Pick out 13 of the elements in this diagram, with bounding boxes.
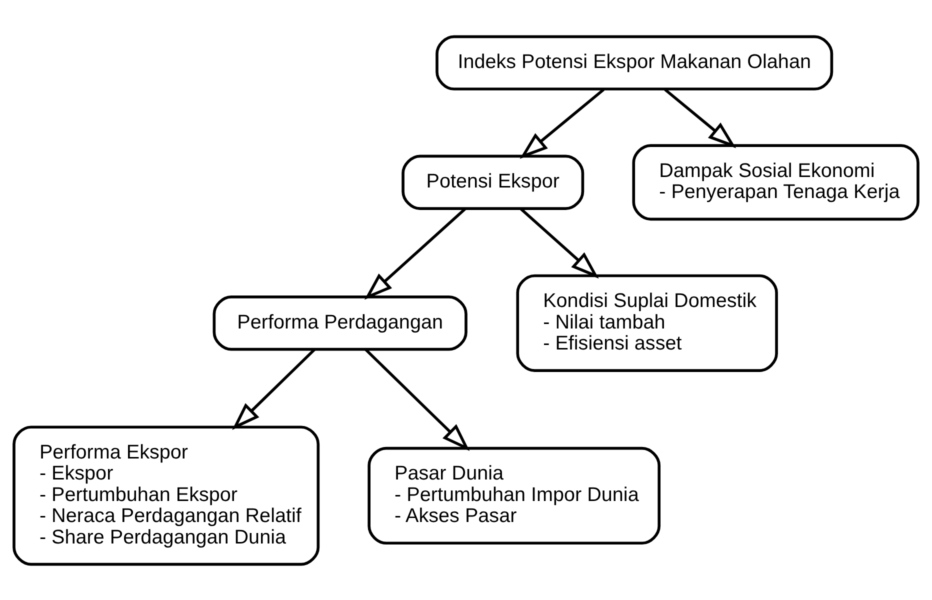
- arrow: [520, 88, 605, 158]
- arrow: [364, 207, 466, 300]
- node-box: Indeks Potensi Ekspor Makanan Olahan: [436, 34, 834, 90]
- node-box: Pasar Dunia - Pertumbuhan Impor Dunia - Akses Pasar: [368, 446, 661, 544]
- node-box: Performa Ekspor - Ekspor - Pertumbuhan Ekspor - Neraca Perdagangan Relatif - Share Perdagangan Dunia: [12, 425, 320, 566]
- arrow: [232, 348, 316, 430]
- arrow: [364, 348, 470, 450]
- node-box: Performa Perdagangan: [212, 295, 468, 350]
- node-box: Potensi Ekspor: [402, 154, 584, 210]
- node-box: Kondisi Suplai Domestik - Nilai tambah - Efisiensi asset: [516, 274, 778, 372]
- node-box: Dampak Sosial Ekonomi - Penyerapan Tenaga Kerja: [632, 144, 920, 220]
- arrow: [520, 207, 599, 278]
- arrow: [664, 88, 736, 148]
